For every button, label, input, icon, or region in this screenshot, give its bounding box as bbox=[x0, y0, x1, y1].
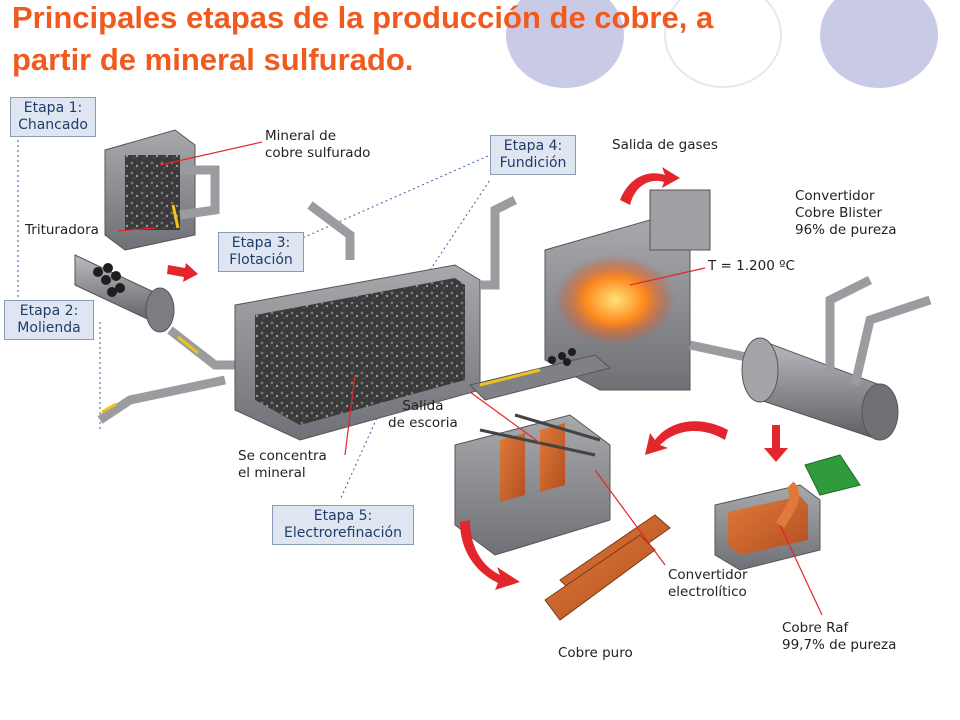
stage-5-label: Etapa 5: bbox=[313, 508, 373, 524]
label-mineral-line-1: Mineral de bbox=[265, 128, 337, 144]
label-blister-line-2: Cobre Blister bbox=[795, 205, 883, 221]
crusher-hopper bbox=[104, 129, 220, 251]
header-decor-circle-3 bbox=[820, 0, 938, 88]
label-electrolitico-line-1: Convertidor bbox=[668, 567, 748, 583]
page-title-line-1: Principales etapas de la producción de c… bbox=[12, 0, 714, 35]
page-title-line-2: partir de mineral sulfurado. bbox=[12, 42, 414, 77]
stage-2-molienda: Etapa 2: Molienda bbox=[4, 300, 94, 340]
header-decor-circle-1 bbox=[506, 0, 624, 88]
label-blister-line-3: 96% de pureza bbox=[795, 222, 897, 238]
label-concentra-line-2: el mineral bbox=[238, 465, 306, 481]
flotation-tank bbox=[234, 195, 518, 441]
label-cobre-puro: Cobre puro bbox=[558, 645, 633, 661]
label-salida-gases: Salida de gases bbox=[612, 137, 718, 153]
label-cobre-raf: Cobre Raf 99,7% de pureza bbox=[782, 620, 896, 654]
label-blister-line-1: Convertidor bbox=[795, 188, 875, 204]
header-decor-circle-2 bbox=[664, 0, 782, 88]
label-convertidor-electrolitico: Convertidor electrolítico bbox=[668, 567, 748, 601]
stage-4-label: Etapa 4: bbox=[503, 138, 563, 154]
converter-cylinder bbox=[741, 275, 932, 496]
label-concentra-line-1: Se concentra bbox=[238, 448, 327, 464]
stage-2-label: Etapa 2: bbox=[19, 303, 79, 319]
process-arrows bbox=[167, 167, 788, 590]
electrolytic-cell bbox=[454, 413, 611, 556]
anode-mold bbox=[714, 481, 821, 571]
label-se-concentra: Se concentra el mineral bbox=[238, 448, 327, 482]
stage-3-flotacion: Etapa 3: Flotación bbox=[218, 232, 304, 272]
label-trituradora: Trituradora bbox=[25, 222, 99, 238]
label-temperatura: T = 1.200 ºC bbox=[708, 258, 795, 274]
label-raf-line-1: Cobre Raf bbox=[782, 620, 849, 636]
stage-4-name: Fundición bbox=[499, 155, 567, 171]
mill-cylinder bbox=[74, 254, 300, 424]
copper-process-diagram bbox=[17, 129, 932, 621]
label-raf-line-2: 99,7% de pureza bbox=[782, 637, 897, 653]
stage-3-label: Etapa 3: bbox=[231, 235, 291, 251]
label-mineral-line-2: cobre sulfurado bbox=[265, 145, 371, 161]
stage-1-label: Etapa 1: bbox=[23, 100, 83, 116]
stage-2-name: Molienda bbox=[17, 320, 81, 336]
stage-5-electrorefinacion: Etapa 5: Electrorefinación bbox=[272, 505, 414, 545]
label-salida-escoria: Salida de escoria bbox=[388, 398, 458, 432]
stage-5-name: Electrorefinación bbox=[284, 525, 402, 541]
stage-4-fundicion: Etapa 4: Fundición bbox=[490, 135, 576, 175]
smelting-furnace bbox=[469, 189, 761, 401]
stage-3-name: Flotación bbox=[229, 252, 293, 268]
label-electrolitico-line-2: electrolítico bbox=[668, 584, 747, 600]
label-convertidor-blister: Convertidor Cobre Blister 96% de pureza bbox=[795, 188, 897, 239]
label-escoria-line-2: de escoria bbox=[388, 415, 458, 431]
label-mineral-cobre-sulfurado: Mineral de cobre sulfurado bbox=[265, 128, 370, 162]
stage-1-chancado: Etapa 1: Chancado bbox=[10, 97, 96, 137]
stage-1-name: Chancado bbox=[18, 117, 88, 133]
label-escoria-line-1: Salida bbox=[402, 398, 444, 414]
